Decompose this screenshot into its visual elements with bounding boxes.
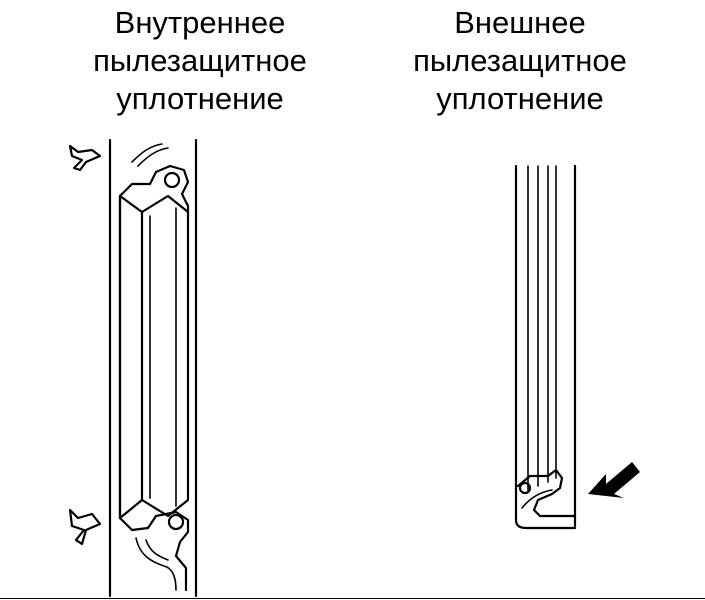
outer-seal-drawing [514, 164, 577, 530]
outer-seal-lip-groove [521, 489, 553, 509]
inner-seal-label-line2: пылезащитное [93, 43, 307, 78]
outer-seal-label-line1: Внешнее [454, 5, 586, 40]
inner-seal-bottom-spring [167, 513, 185, 531]
inner-seal-top-groove-2 [137, 147, 169, 167]
inner-seal-body-right [140, 194, 190, 518]
inner-seal-top-spring [163, 171, 181, 189]
inner-seal-bottom-groove [135, 537, 177, 591]
outer-seal-lip [516, 468, 577, 518]
outer-seal-spring [518, 481, 532, 495]
outline-arrow-right-icon [68, 508, 102, 546]
inner-seal-label-line3: уплотнение [116, 81, 284, 116]
solid-arrow-left-icon [588, 462, 640, 498]
inner-seal-bottom-groove-2 [145, 539, 169, 561]
outer-seal-label-line2: пылезащитное [413, 43, 627, 78]
inner-seal-body-left [118, 194, 144, 520]
bottom-border [0, 598, 705, 599]
outer-seal-label-line3: уплотнение [436, 81, 604, 116]
inner-top-pointer-icon [68, 144, 102, 172]
inner-seal-label-line1: Внутреннее [114, 5, 286, 40]
outer-seal-label: Внешнее пылезащитное уплотнение [360, 4, 680, 118]
outline-arrow-right-icon [68, 144, 102, 172]
outer-pointer-icon [588, 462, 640, 498]
inner-seal-bottom-lip [118, 510, 190, 592]
inner-seal-label: Внутреннее пылезащитное уплотнение [40, 4, 360, 118]
outer-seal-bottom-edge [514, 518, 577, 530]
inner-seal-drawing [108, 138, 198, 598]
inner-seal-top-lip [118, 164, 190, 214]
inner-bottom-pointer-icon [68, 508, 102, 546]
inner-seal-top-groove [131, 143, 163, 163]
